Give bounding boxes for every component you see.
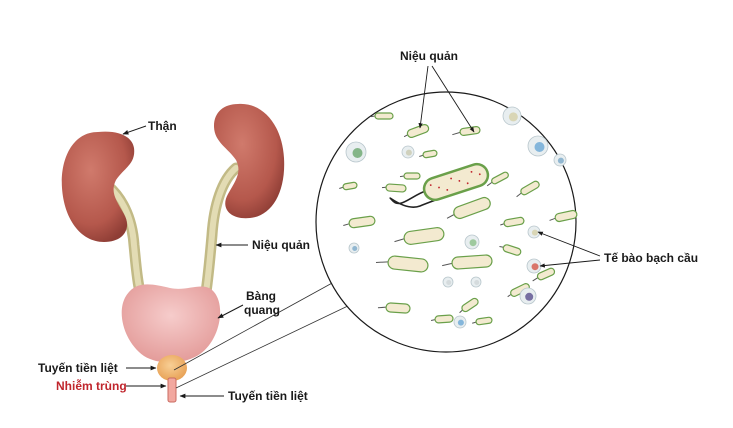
bacteria-icon bbox=[399, 172, 421, 180]
bacteria-icon bbox=[375, 255, 429, 273]
zoom-labels: Niệu quản Tế bào bạch cầu bbox=[400, 49, 698, 268]
urethra bbox=[167, 377, 177, 403]
bacteria-icon bbox=[381, 183, 407, 193]
label-urethra: Tuyến tiền liệt bbox=[228, 389, 308, 403]
kidney-icon bbox=[61, 103, 285, 242]
right-kidney bbox=[214, 103, 285, 219]
label-bladder-2: quang bbox=[244, 303, 280, 317]
bacteria-icon bbox=[446, 196, 491, 220]
bacteria-icon bbox=[394, 227, 445, 245]
magnifier-circle bbox=[315, 91, 577, 353]
label-bladder-1: Bàng bbox=[246, 289, 276, 303]
bacteria-icon bbox=[532, 267, 556, 282]
bladder-icon bbox=[121, 284, 221, 363]
label-prostate: Tuyến tiền liệt bbox=[38, 361, 118, 375]
label-kidney: Thận bbox=[148, 119, 177, 133]
prostate-icon bbox=[157, 355, 187, 381]
bacteria-icon bbox=[472, 316, 493, 326]
label-ureter: Niệu quản bbox=[252, 238, 310, 252]
bacteria-icon bbox=[486, 171, 509, 187]
left-labels: Thận Niệu quản Bàng quang Tuyến tiền liệ… bbox=[38, 119, 310, 403]
bacteria-icon bbox=[499, 244, 522, 256]
label-white-blood-cells: Tế bào bạch cầu bbox=[604, 251, 698, 265]
bacteria-icon bbox=[343, 215, 376, 229]
label-zoom-ureter: Niệu quản bbox=[400, 49, 458, 63]
flagellum bbox=[389, 189, 441, 208]
bacteria-icon bbox=[516, 180, 540, 198]
zoom-line-bottom bbox=[175, 303, 353, 389]
bacteria-icon bbox=[419, 149, 438, 159]
ureters bbox=[102, 162, 242, 298]
bacteria-icon bbox=[430, 314, 454, 324]
left-kidney bbox=[61, 131, 135, 242]
label-infection: Nhiễm trùng bbox=[56, 378, 127, 393]
zoom-line-top bbox=[173, 281, 335, 371]
bacteria-icon bbox=[549, 209, 578, 223]
bacteria-icon bbox=[370, 112, 394, 120]
bacteria-icon bbox=[459, 297, 479, 314]
bacteria-icon bbox=[442, 254, 493, 270]
bacteria-icon bbox=[500, 216, 525, 228]
bacteria-icon bbox=[403, 124, 430, 138]
bacteria-field bbox=[339, 106, 578, 329]
bacteria-icon bbox=[422, 162, 490, 202]
bacteria-icon bbox=[377, 302, 411, 314]
bacteria-icon bbox=[339, 181, 358, 191]
